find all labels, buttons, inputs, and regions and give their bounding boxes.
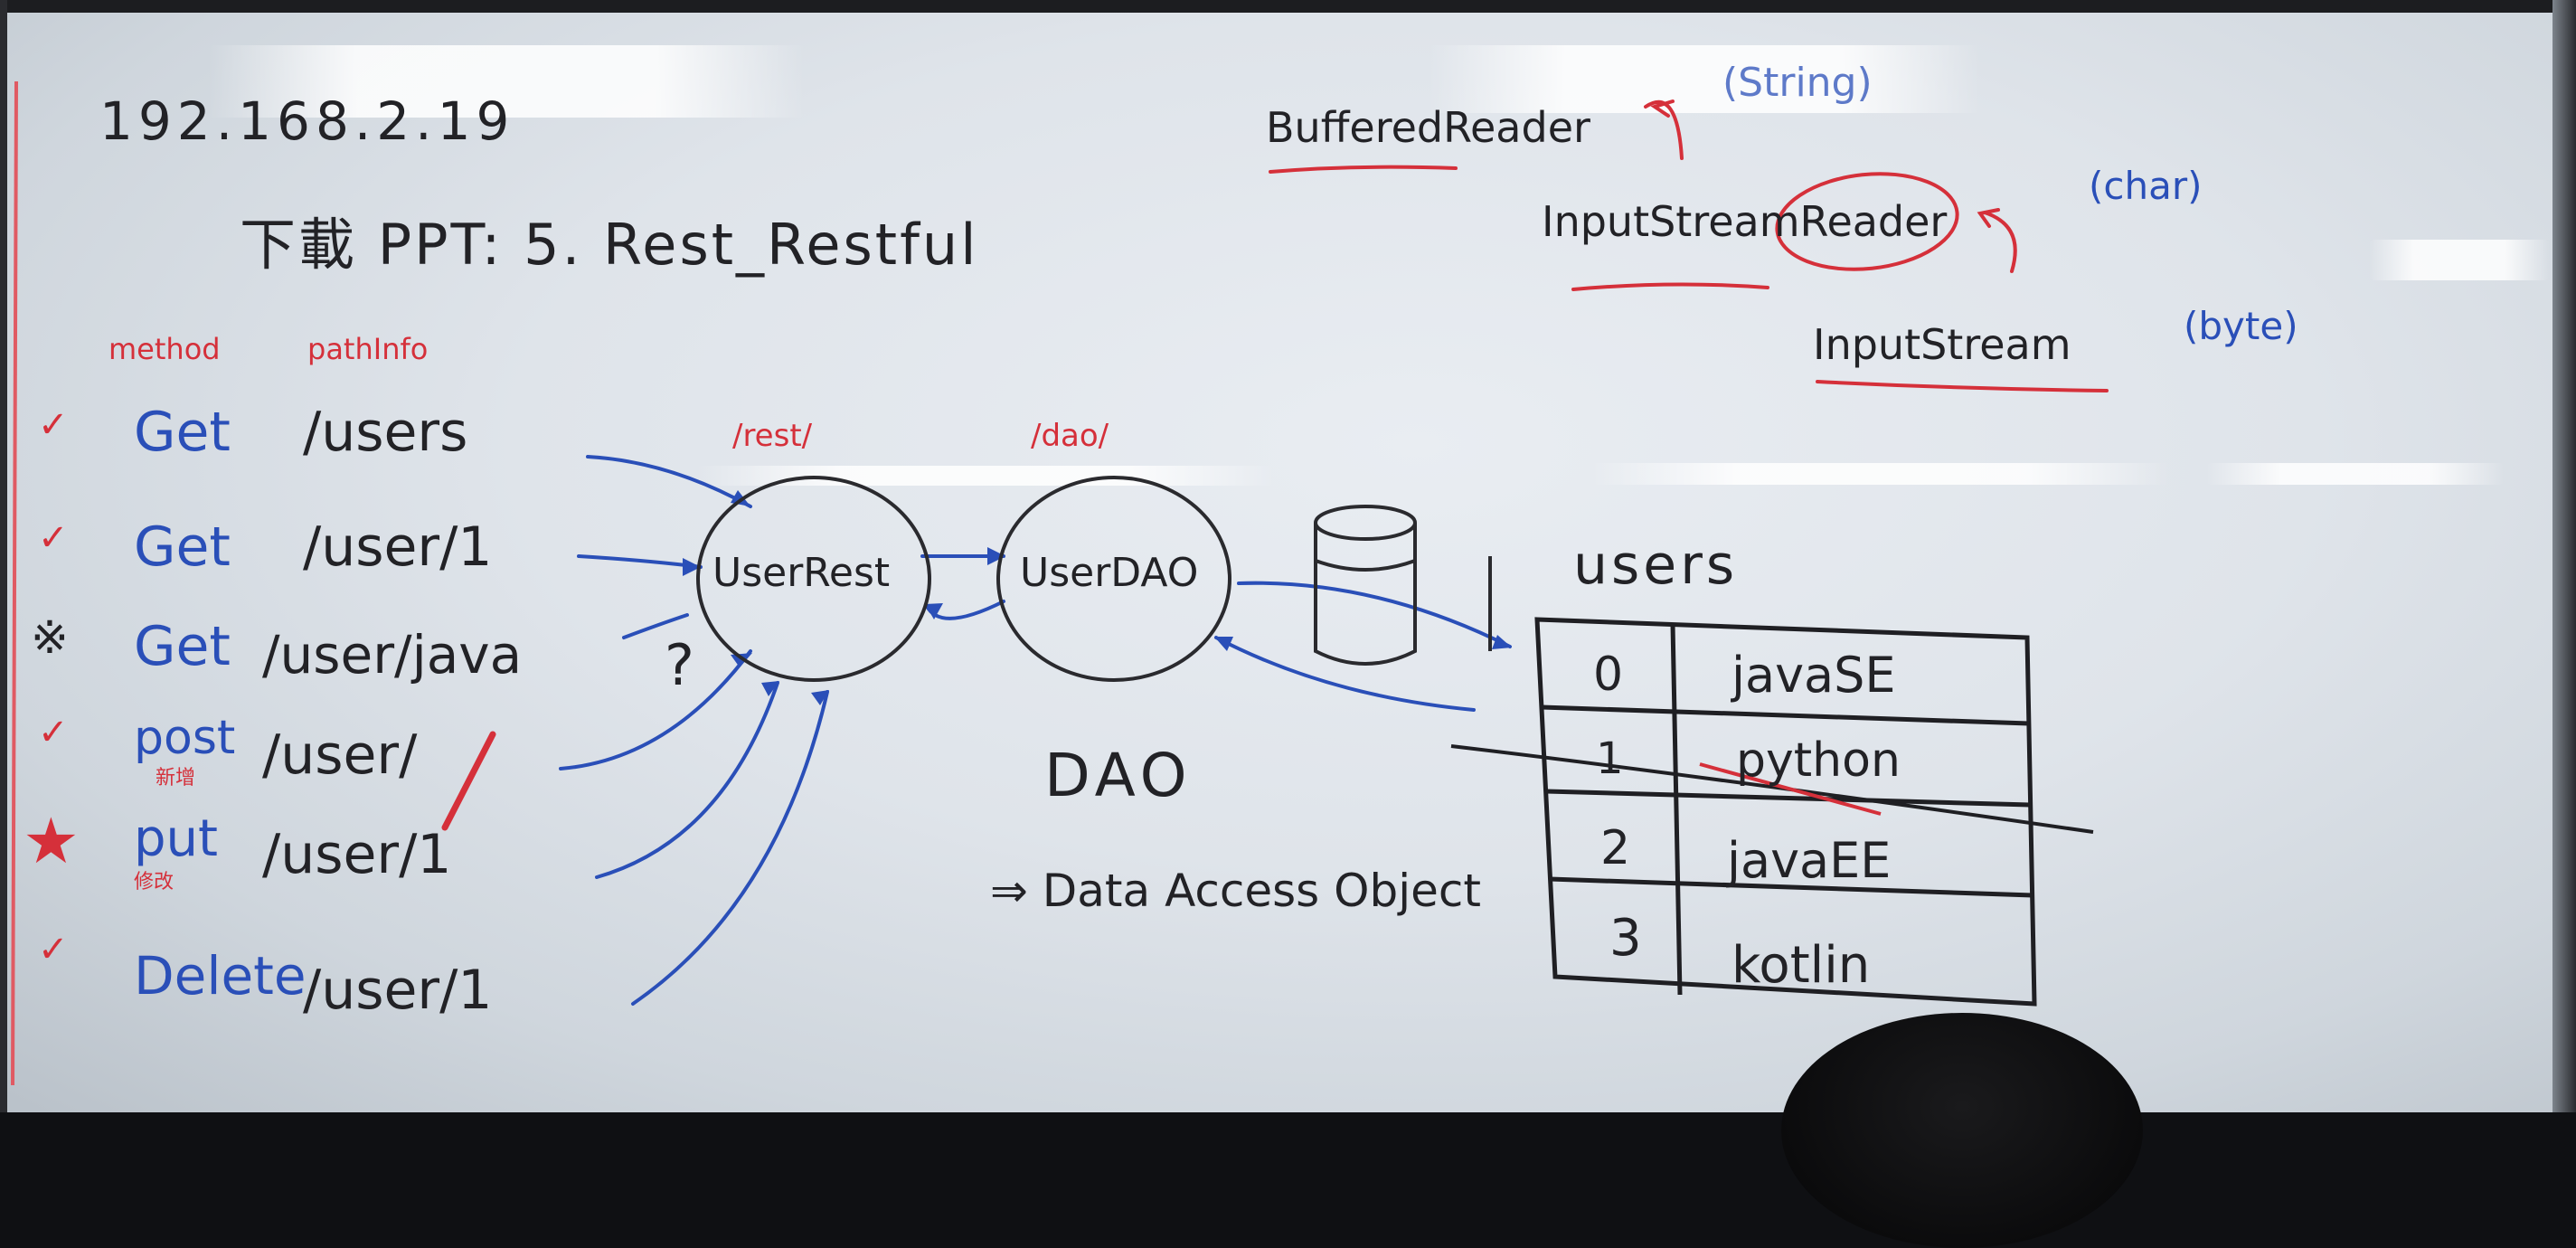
- database-cylinder: [1314, 505, 1492, 666]
- download-note: 下載 PPT: 5. Rest_Restful: [240, 212, 979, 278]
- light-reflection: [208, 45, 805, 118]
- route-method: Get: [134, 401, 231, 464]
- userdao-node: UserDAO: [1020, 550, 1199, 596]
- userrest-node: UserRest: [712, 550, 891, 596]
- rest-package-label: /rest/: [732, 418, 813, 454]
- table-cell-name: python: [1736, 733, 1901, 788]
- string-type-label: (String): [1722, 60, 1873, 106]
- method-header: method: [109, 332, 221, 366]
- table-cell-id: 2: [1600, 821, 1631, 875]
- route-sub: 修改: [134, 871, 175, 893]
- users-table-title: users: [1573, 534, 1739, 597]
- dao-package-label: /dao/: [1031, 418, 1109, 454]
- question-mark: ?: [665, 632, 694, 698]
- light-reflection: [1591, 463, 2170, 485]
- users-table-grid: [1534, 617, 2037, 1007]
- ip-address: 192.168.2.19: [99, 90, 515, 152]
- board-frame-top: [0, 0, 2576, 13]
- table-cell-id: 0: [1593, 648, 1624, 702]
- route-method: Get: [134, 615, 231, 678]
- pathinfo-header: pathInfo: [307, 332, 429, 366]
- route-path: /user/1: [303, 515, 493, 579]
- route-mark: ✓: [38, 712, 69, 753]
- userdao-circle: [996, 476, 1231, 682]
- route-method: Get: [134, 515, 231, 579]
- light-reflection: [2369, 240, 2550, 280]
- dao-title: DAO: [1044, 741, 1193, 810]
- route-method: Delete: [134, 945, 307, 1007]
- route-mark: ✓: [38, 517, 69, 559]
- inputstream-label: InputStream: [1813, 320, 2071, 369]
- route-path: /user/: [262, 723, 418, 787]
- byte-type-label: (byte): [2184, 304, 2298, 348]
- person-head-silhouette: [1781, 1013, 2143, 1248]
- route-sub: 新增: [156, 767, 196, 789]
- dao-description: ⇒ Data Access Object: [990, 865, 1481, 917]
- route-mark: ★: [23, 804, 80, 878]
- route-mark: ✓: [38, 929, 69, 970]
- route-path: /user/1: [262, 823, 452, 886]
- table-cell-name: javaSE: [1731, 647, 1896, 704]
- route-method: post: [134, 711, 236, 765]
- route-path: /user/java: [262, 624, 523, 685]
- table-cell-name: kotlin: [1731, 936, 1871, 995]
- bufferedreader-label: BufferedReader: [1266, 103, 1590, 152]
- inputstreamreader-label: InputStreamReader: [1542, 197, 1948, 246]
- table-cell-id: 3: [1609, 909, 1642, 968]
- route-method: put: [134, 809, 218, 868]
- diagram-strokes: [11, 80, 2109, 1086]
- route-path: /users: [303, 401, 468, 464]
- table-cell-name: javaEE: [1727, 832, 1892, 889]
- board-frame-left: [0, 0, 7, 1112]
- userrest-circle: [696, 476, 931, 682]
- board-frame-right: [2552, 0, 2576, 1112]
- light-reflection: [2206, 463, 2505, 485]
- table-cell-id: 1: [1596, 733, 1624, 784]
- route-mark: ✓: [38, 404, 69, 446]
- light-reflection: [1429, 45, 1980, 113]
- route-mark: ※: [31, 611, 69, 664]
- char-type-label: (char): [2089, 164, 2203, 208]
- route-path: /user/1: [303, 959, 493, 1022]
